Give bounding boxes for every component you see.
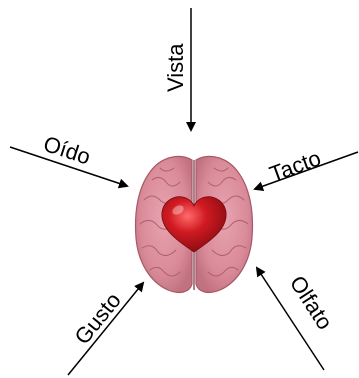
olfato-label: Olfato <box>285 271 338 334</box>
oido-label: Oído <box>40 131 93 170</box>
tacto-label: Tacto <box>266 145 324 186</box>
vista-label: Vista <box>163 43 188 92</box>
gusto-label: Gusto <box>69 288 125 349</box>
